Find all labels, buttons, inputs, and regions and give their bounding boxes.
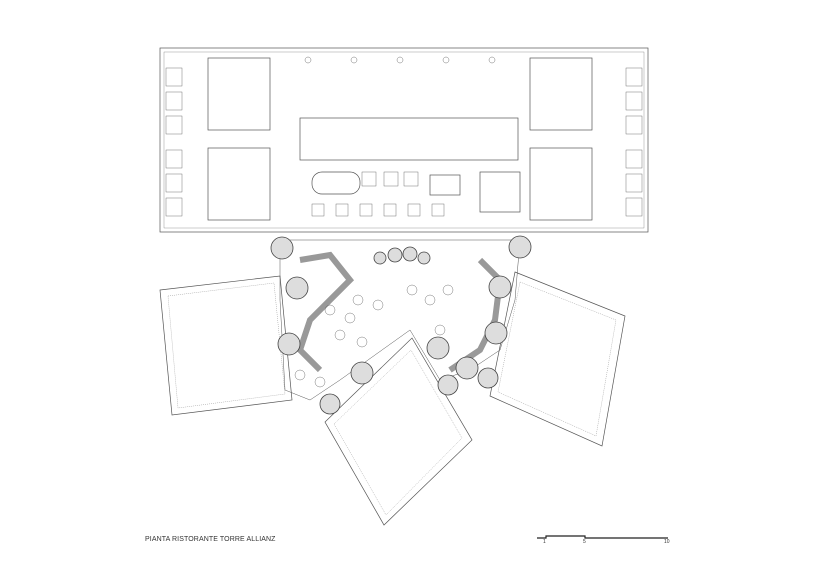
tower-building: [159, 47, 649, 233]
scale-label-1: 1: [543, 539, 546, 545]
scale-label-10: 10: [664, 539, 670, 545]
building-volumes: [159, 271, 626, 526]
scale-bar: [537, 535, 668, 539]
trees: [270, 235, 532, 415]
terrace: [279, 239, 521, 401]
plan-caption: PIANTA RISTORANTE TORRE ALLIANZ: [145, 536, 276, 543]
scale-label-5: 5: [583, 539, 586, 545]
